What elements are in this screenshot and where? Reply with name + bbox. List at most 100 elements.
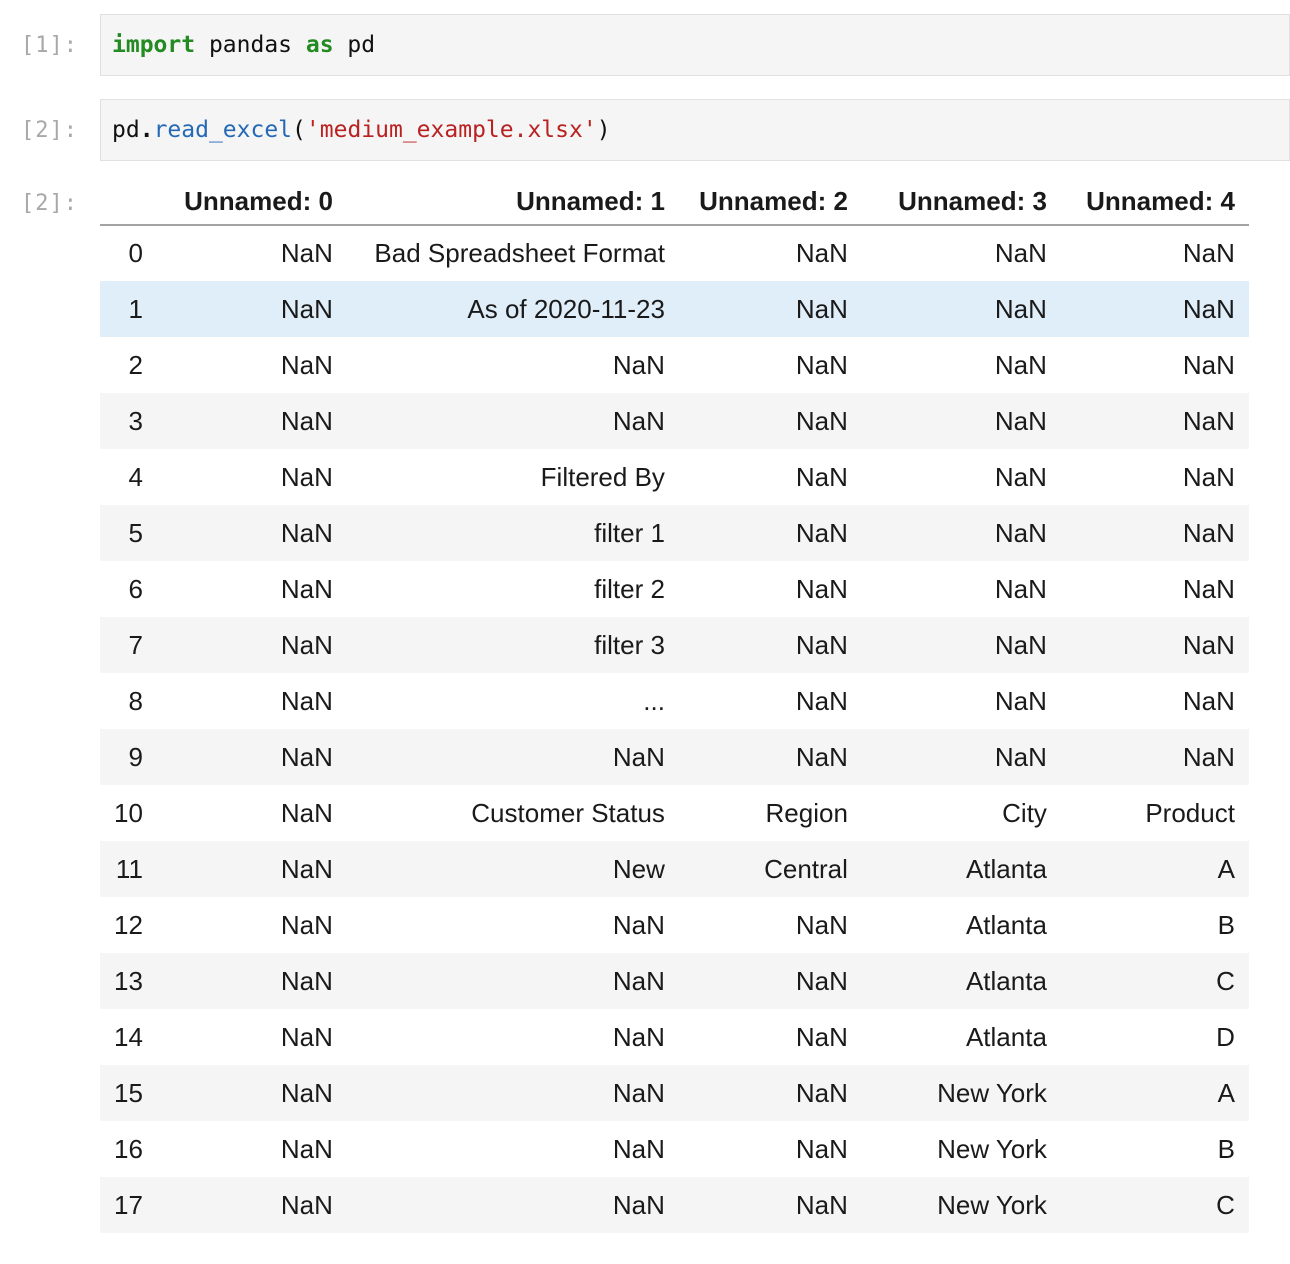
table-cell: New York (937, 1189, 1047, 1220)
table-cell: NaN (795, 965, 848, 996)
code-token-keyword: import (112, 32, 196, 58)
table-cell: NaN (280, 1189, 333, 1220)
table-cell: City (1002, 797, 1047, 828)
row-index: 6 (128, 573, 143, 604)
row-index: 16 (114, 1133, 143, 1164)
table-cell: NaN (612, 1133, 665, 1164)
table-cell: NaN (795, 629, 848, 660)
table-cell: NaN (612, 1189, 665, 1220)
column-header: Unnamed: 3 (861, 179, 1061, 226)
table-cell: NaN (280, 573, 333, 604)
table-cell: NaN (280, 965, 333, 996)
table-cell: NaN (1182, 685, 1235, 716)
table-cell: NaN (1182, 349, 1235, 380)
table-cell: NaN (1182, 629, 1235, 660)
table-cell: C (1216, 1189, 1235, 1220)
table-cell: NaN (994, 238, 1047, 268)
table-cell: NaN (795, 405, 848, 436)
input-prompt-2: [2]: (21, 117, 78, 143)
table-cell: NaN (612, 405, 665, 436)
table-cell: NaN (994, 741, 1047, 772)
table-cell: Region (765, 797, 848, 828)
table-cell: As of 2020-11-23 (467, 293, 665, 324)
table-cell: NaN (994, 629, 1047, 660)
table-cell: NaN (1182, 517, 1235, 548)
table-cell: NaN (280, 1077, 333, 1108)
table-cell: A (1217, 853, 1235, 884)
code-token-plain: pandas (195, 32, 306, 58)
code-token-plain: pd (333, 32, 376, 58)
table-cell: D (1216, 1021, 1235, 1052)
row-index: 3 (128, 405, 143, 436)
table-cell: Product (1145, 797, 1235, 828)
row-index: 15 (114, 1077, 143, 1108)
table-cell: NaN (1182, 238, 1235, 268)
table-cell: NaN (612, 909, 665, 940)
table-cell: NaN (1182, 461, 1235, 492)
table-cell: NaN (795, 909, 848, 940)
table-cell: NaN (280, 909, 333, 940)
table-cell: Customer Status (471, 797, 665, 828)
table-cell: ... (643, 685, 665, 716)
table-cell: B (1217, 909, 1235, 940)
table-cell: NaN (795, 1077, 848, 1108)
table-cell: NaN (612, 1021, 665, 1052)
table-cell: NaN (795, 517, 848, 548)
table-cell: NaN (280, 741, 333, 772)
row-index: 17 (114, 1189, 143, 1220)
table-cell: NaN (994, 293, 1047, 324)
table-cell: Atlanta (965, 1021, 1047, 1052)
table-cell: NaN (612, 1077, 665, 1108)
table-cell: NaN (280, 853, 333, 884)
table-cell: NaN (795, 238, 848, 268)
table-cell: C (1216, 965, 1235, 996)
table-cell: NaN (280, 685, 333, 716)
index-column-header (100, 179, 157, 226)
table-cell: NaN (280, 293, 333, 324)
row-index: 10 (114, 797, 143, 828)
code-cell-2: [2]: pd.read_excel('medium_example.xlsx'… (0, 99, 1290, 161)
row-index: 0 (128, 238, 143, 268)
table-cell: NaN (280, 405, 333, 436)
table-cell: NaN (280, 1133, 333, 1164)
table-cell: NaN (280, 1021, 333, 1052)
table-cell: A (1217, 1077, 1235, 1108)
table-cell: NaN (280, 517, 333, 548)
table-cell: NaN (612, 349, 665, 380)
column-header: Unnamed: 1 (346, 179, 679, 226)
row-index: 5 (128, 517, 143, 548)
code-editor-1[interactable]: import pandas as pd (100, 14, 1290, 76)
table-cell: filter 2 (594, 573, 665, 604)
table-cell: NaN (280, 349, 333, 380)
row-index: 9 (128, 741, 143, 772)
table-cell: NaN (795, 349, 848, 380)
table-cell: NaN (612, 965, 665, 996)
table-cell: B (1217, 1133, 1235, 1164)
table-cell: NaN (1182, 293, 1235, 324)
column-header: Unnamed: 4 (1060, 179, 1249, 226)
table-cell: NaN (994, 685, 1047, 716)
table-cell: NaN (795, 685, 848, 716)
code-editor-2[interactable]: pd.read_excel('medium_example.xlsx') (100, 99, 1290, 161)
table-cell: NaN (280, 238, 333, 268)
code-token-function: read_excel (153, 117, 293, 143)
table-cell: NaN (795, 573, 848, 604)
row-index: 12 (114, 909, 143, 940)
